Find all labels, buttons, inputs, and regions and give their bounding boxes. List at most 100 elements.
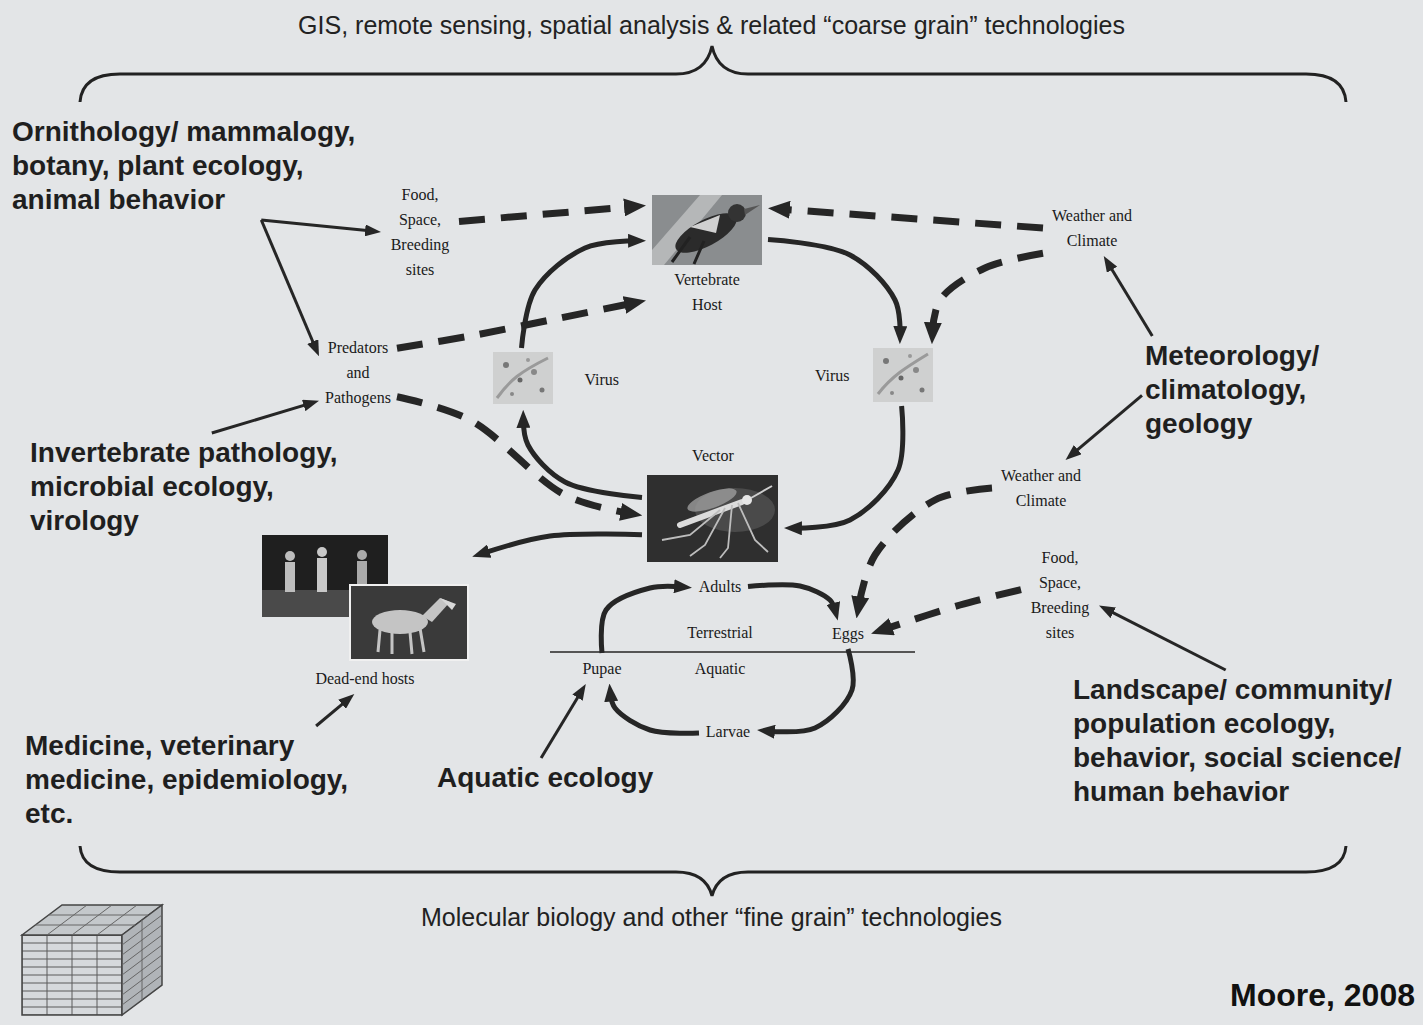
influence-arrow (397, 303, 634, 348)
node-text: Medicine, veterinary medicine, epidemiol… (25, 729, 365, 831)
node-text: Ornithology/ mammalogy, botany, plant ec… (12, 115, 377, 217)
node-text: Larvae (706, 719, 750, 744)
node-text: Food, Space, Breeding sites (1024, 545, 1096, 645)
discipline-arrow (261, 220, 372, 231)
bottom-heading: Molecular biology and other “fine grain”… (0, 902, 1423, 932)
top-brace (80, 46, 1346, 102)
node-text: Vertebrate Host (662, 267, 752, 317)
cycle-arrow (748, 585, 835, 611)
label-slot: Terrestrial (676, 620, 764, 645)
horse-photo (350, 585, 468, 660)
label-slot: GIS, remote sensing, spatial analysis & … (0, 10, 1423, 40)
node-text: Predators and Pathogens (322, 335, 394, 410)
node-text: Weather and Climate (995, 463, 1087, 513)
node-text: Adults (699, 574, 742, 599)
virus-particle (883, 358, 889, 364)
discipline-arrow (212, 403, 311, 433)
vector-node: Vector (642, 440, 784, 568)
mosquito-proboscis (751, 486, 772, 498)
factor-label: Food, Space, Breeding sites (381, 179, 459, 285)
virus-particle (920, 388, 925, 393)
mosquito-head (742, 495, 752, 505)
life-stage: Pupae (575, 653, 629, 684)
horse-head (440, 598, 456, 610)
bottom-brace (80, 846, 1346, 896)
node-text: Pupae (582, 656, 621, 681)
cycle-arrow (767, 649, 853, 732)
photo-ground (652, 195, 762, 265)
influence-arrow (859, 488, 992, 607)
node-text: Weather and Climate (1046, 203, 1138, 253)
discipline-arrow (1072, 395, 1142, 454)
virus-photo (873, 348, 933, 402)
person-head (357, 550, 367, 560)
virus-strand (878, 354, 928, 394)
photo-ground (350, 585, 468, 660)
cycle-arrow (768, 239, 900, 334)
virus-particle (531, 369, 537, 375)
node-text: Meteorology/ climatology, geology (1145, 339, 1345, 441)
discipline-label: Medicine, veterinary medicine, epidemiol… (22, 726, 368, 834)
mosquito-photo (647, 475, 778, 562)
virus-particle (908, 354, 912, 358)
cycle-arrow (601, 586, 682, 653)
virus-particle (518, 378, 523, 383)
bird-legs (672, 237, 704, 264)
discipline-arrow (316, 700, 347, 726)
bird-beak (744, 205, 760, 215)
node-text: Eggs (832, 621, 864, 646)
discipline-label: Landscape/ community/ population ecology… (1070, 670, 1416, 812)
cycle-arrow (523, 420, 642, 498)
cube-top-grid (35, 905, 148, 935)
virus-particle (503, 362, 509, 368)
virus-node: Virus (812, 344, 940, 406)
factor-label: Food, Space, Breeding sites (1021, 542, 1099, 648)
node-text: Food, Space, Breeding sites (384, 182, 456, 282)
cube-side-grid (122, 915, 162, 1005)
horse-legs (378, 628, 424, 654)
top-heading: GIS, remote sensing, spatial analysis & … (0, 10, 1423, 40)
virus-strand (497, 358, 548, 398)
cube-front (22, 935, 122, 1015)
life-stage: Adults (692, 571, 748, 602)
host-node: Vertebrate Host (646, 190, 768, 320)
cycle-arrow (522, 241, 637, 348)
influence-arrow (459, 207, 634, 222)
virus-particle (899, 376, 904, 381)
influence-arrow (780, 209, 1043, 228)
person-body (317, 558, 327, 592)
discipline-label: Aquatic ecology (434, 758, 672, 798)
factor-label: Predators and Pathogens (319, 332, 397, 413)
label-slot: Moore, 2008 (1100, 976, 1415, 1014)
photo-ground (493, 352, 553, 404)
virus-particle (526, 358, 530, 362)
cycle-arrow (482, 534, 642, 554)
zone-label: Aquatic (676, 656, 764, 681)
water-line (550, 651, 915, 653)
cycle-arrow (610, 694, 699, 734)
discipline-label: Invertebrate pathology, microbial ecolog… (27, 433, 363, 541)
discipline-arrow (541, 692, 581, 758)
discipline-arrow (1107, 610, 1226, 670)
discipline-label: Ornithology/ mammalogy, botany, plant ec… (9, 112, 380, 220)
person-body (285, 562, 295, 592)
photo-ground (647, 475, 778, 562)
life-stage: Eggs (825, 618, 871, 649)
node-text: Dead-end hosts (315, 666, 414, 691)
node-text: Virus (584, 367, 619, 392)
virus-particle (510, 392, 514, 396)
node-text: Landscape/ community/ population ecology… (1073, 673, 1413, 809)
bird-photo (652, 195, 762, 265)
cube-side (122, 905, 162, 1015)
influence-arrow (397, 397, 630, 514)
virus-node: Virus (488, 348, 622, 410)
influence-arrow (882, 590, 1021, 630)
virus-photo (493, 352, 553, 404)
life-stage: Larvae (699, 716, 757, 747)
virus-particle (913, 367, 919, 373)
factor-label: Weather and Climate (1043, 200, 1141, 256)
citation: Moore, 2008 (1100, 976, 1415, 1014)
factor-label: Weather and Climate (992, 460, 1090, 516)
